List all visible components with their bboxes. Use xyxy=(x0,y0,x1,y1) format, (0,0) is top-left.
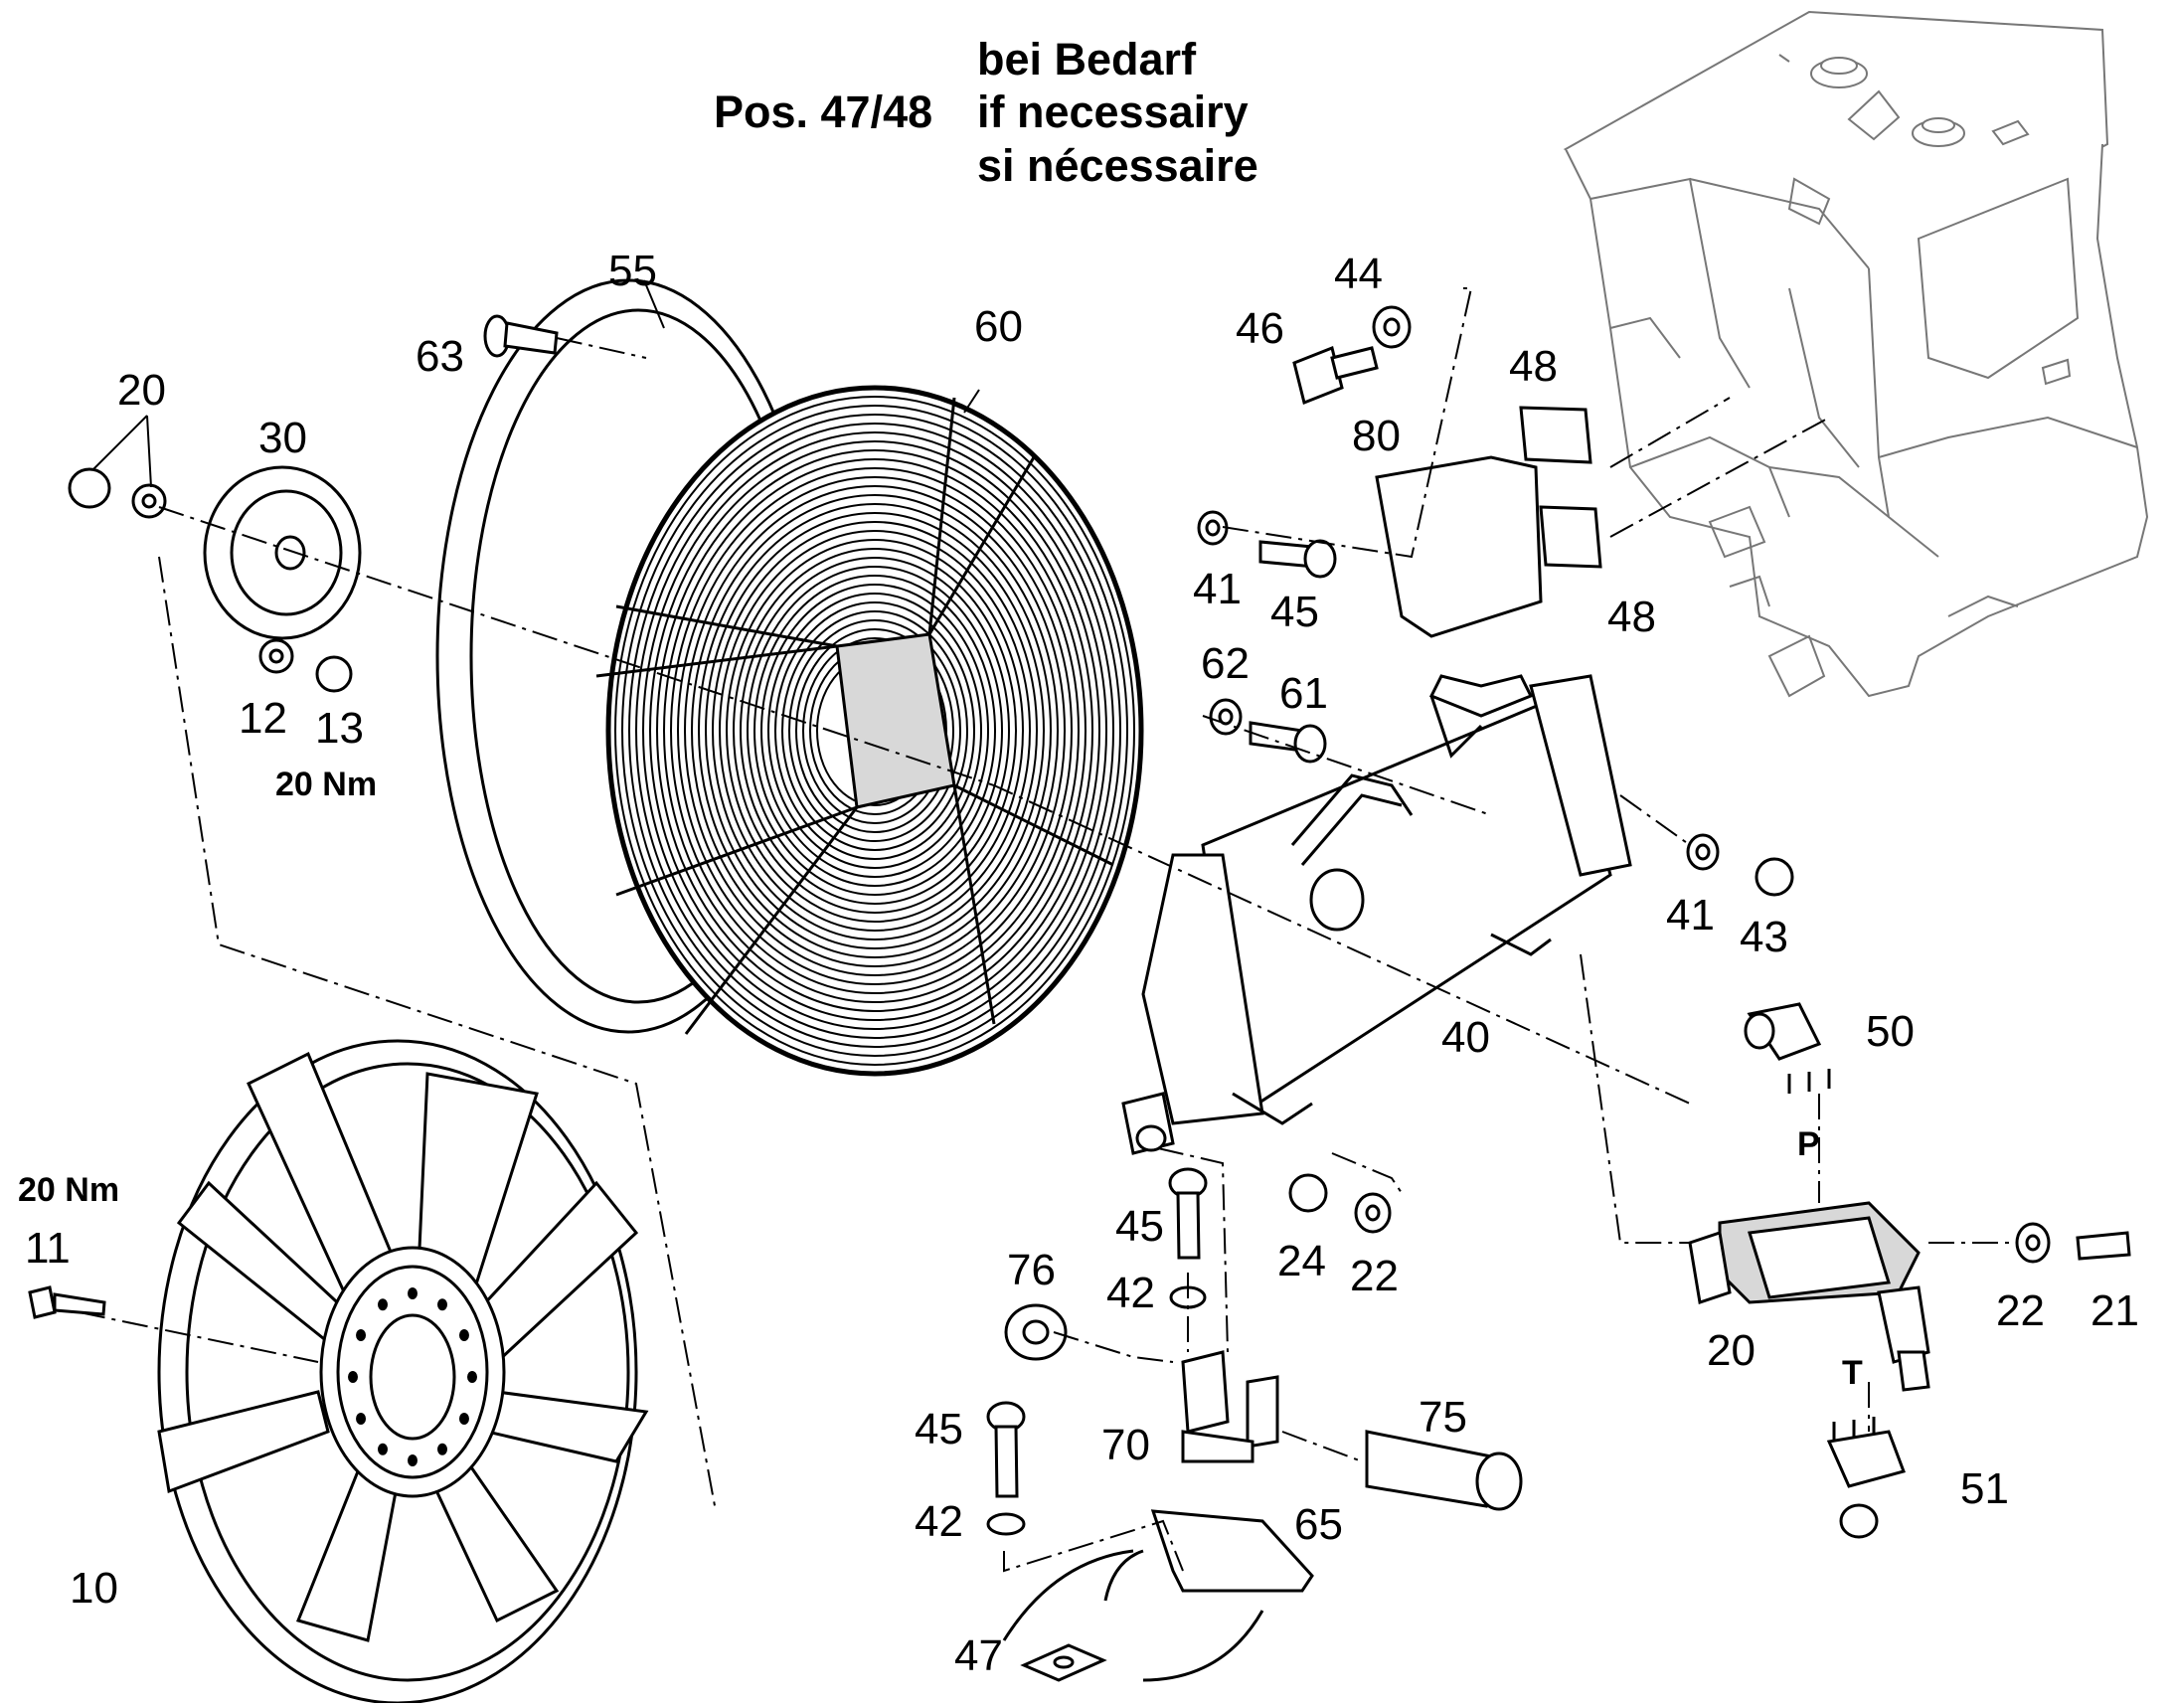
callout-11: 11 xyxy=(25,1224,71,1273)
fitting-50 xyxy=(1744,1002,1831,1094)
bearing-flange xyxy=(203,465,362,640)
mounting-bracket-frame xyxy=(1121,674,1632,1155)
callout-12: 12 xyxy=(239,694,287,743)
plate-65 xyxy=(1150,1509,1314,1593)
callout-20-nut: 20 xyxy=(117,366,166,415)
port-label-t: T xyxy=(1842,1354,1863,1392)
callout-41-lower: 41 xyxy=(1666,891,1715,939)
callout-42-mid: 42 xyxy=(1106,1269,1155,1317)
note-line-en: if necessairy xyxy=(977,86,1249,137)
callout-65: 65 xyxy=(1294,1500,1343,1549)
assembly-axis-lines xyxy=(79,287,2018,1573)
callout-48-upper: 48 xyxy=(1509,342,1558,391)
callout-80: 80 xyxy=(1352,412,1401,460)
callout-63: 63 xyxy=(416,332,464,381)
callout-21: 21 xyxy=(2090,1286,2139,1335)
callout-62: 62 xyxy=(1201,639,1250,688)
leader-lines xyxy=(92,279,1264,1682)
port-label-p: P xyxy=(1797,1125,1820,1163)
callout-46: 46 xyxy=(1236,304,1284,353)
fitting-51 xyxy=(1826,1417,1906,1539)
callout-41-upper: 41 xyxy=(1193,565,1242,613)
callout-48-lower: 48 xyxy=(1607,593,1656,641)
callout-42-lower: 42 xyxy=(915,1497,963,1546)
fan-guard-grille xyxy=(595,385,1144,1077)
note-line-de: bei Bedarf xyxy=(977,34,1197,85)
note-line-fr: si nécessaire xyxy=(977,140,1258,191)
callout-75: 75 xyxy=(1419,1393,1467,1442)
callout-22-right: 22 xyxy=(1996,1286,2045,1335)
callout-30: 30 xyxy=(258,414,307,462)
washer-plate-47 xyxy=(1020,1643,1107,1682)
machine-frame-drawing xyxy=(1563,10,2149,698)
callout-45-mid: 45 xyxy=(1115,1202,1164,1251)
bracket-70 xyxy=(1181,1350,1279,1463)
callout-20-motor: 20 xyxy=(1707,1326,1755,1375)
callout-13: 13 xyxy=(315,704,364,753)
callout-44: 44 xyxy=(1334,250,1383,298)
fan-wheel xyxy=(157,1039,649,1705)
callout-51: 51 xyxy=(1960,1464,2009,1513)
callout-43: 43 xyxy=(1740,913,1788,961)
callout-10: 10 xyxy=(70,1564,118,1613)
callout-47: 47 xyxy=(954,1631,1003,1680)
note-block: Pos. 47/48 bei Bedarf if necessairy si n… xyxy=(714,34,1258,191)
callout-76: 76 xyxy=(1007,1246,1056,1294)
callout-61: 61 xyxy=(1279,669,1328,718)
note-prefix: Pos. 47/48 xyxy=(714,86,932,137)
callout-labels: 63 55 60 20 30 12 13 44 46 48 80 41 45 4… xyxy=(25,247,2139,1680)
hardware-parts xyxy=(28,305,2131,1536)
callout-45-upper: 45 xyxy=(1270,588,1319,636)
callout-70: 70 xyxy=(1101,1421,1150,1469)
callout-55: 55 xyxy=(608,247,657,295)
callout-22-mid: 22 xyxy=(1350,1252,1399,1300)
torque-label-upper: 20 Nm xyxy=(275,766,377,803)
callout-24: 24 xyxy=(1277,1237,1326,1285)
callout-45-lower: 45 xyxy=(915,1405,963,1453)
callout-40: 40 xyxy=(1441,1013,1490,1062)
callout-50: 50 xyxy=(1866,1007,1915,1056)
torque-label-lower: 20 Nm xyxy=(18,1171,119,1209)
callout-60: 60 xyxy=(974,302,1023,351)
hydraulic-motor xyxy=(1688,1201,1930,1392)
